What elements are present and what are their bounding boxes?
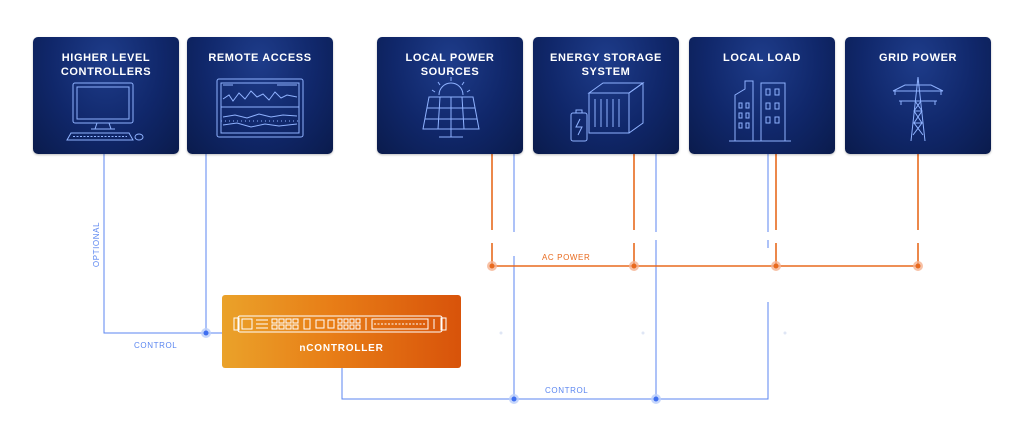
ncontroller-label: nCONTROLLER (299, 343, 384, 354)
card-higher-level-controllers: HIGHER LEVEL CONTROLLERS (33, 37, 179, 154)
control-line-higher-level (103, 154, 205, 334)
buildings-icon (729, 80, 791, 142)
card-local-load: LOCAL LOAD (689, 37, 835, 154)
rack-server-icon (233, 315, 447, 333)
card-remote-access: REMOTE ACCESS (187, 37, 333, 154)
transmission-tower-icon (892, 76, 944, 142)
optional-label: OPTIONAL (92, 221, 102, 268)
ac-power-label: AC POWER (542, 253, 591, 262)
card-title: REMOTE ACCESS (208, 52, 312, 64)
solar-panel-icon (422, 96, 480, 138)
card-title: HIGHER LEVEL CONTROLLERS (60, 52, 152, 78)
sun-icon (431, 77, 471, 96)
dashboard-icon (216, 78, 304, 138)
card-grid-power: GRID POWER (845, 37, 991, 154)
control-bus-bottom (341, 302, 769, 400)
control-label-left: CONTROL (134, 341, 178, 350)
keyboard-icon (66, 132, 134, 141)
control-label-bottom: CONTROL (545, 386, 589, 395)
card-title: LOCAL POWER SOURCES (405, 52, 495, 78)
ncontroller-box: nCONTROLLER (222, 295, 461, 368)
card-local-power-sources: LOCAL POWER SOURCES (377, 37, 523, 154)
card-energy-storage-system: ENERGY STORAGE SYSTEM (533, 37, 679, 154)
mouse-icon (134, 133, 144, 141)
card-title: GRID POWER (878, 52, 958, 64)
battery-icon (570, 109, 588, 142)
card-title: ENERGY STORAGE SYSTEM (550, 52, 662, 78)
monitor-icon (72, 82, 134, 130)
card-title: LOCAL LOAD (723, 52, 801, 64)
storage-container-icon (587, 82, 645, 134)
